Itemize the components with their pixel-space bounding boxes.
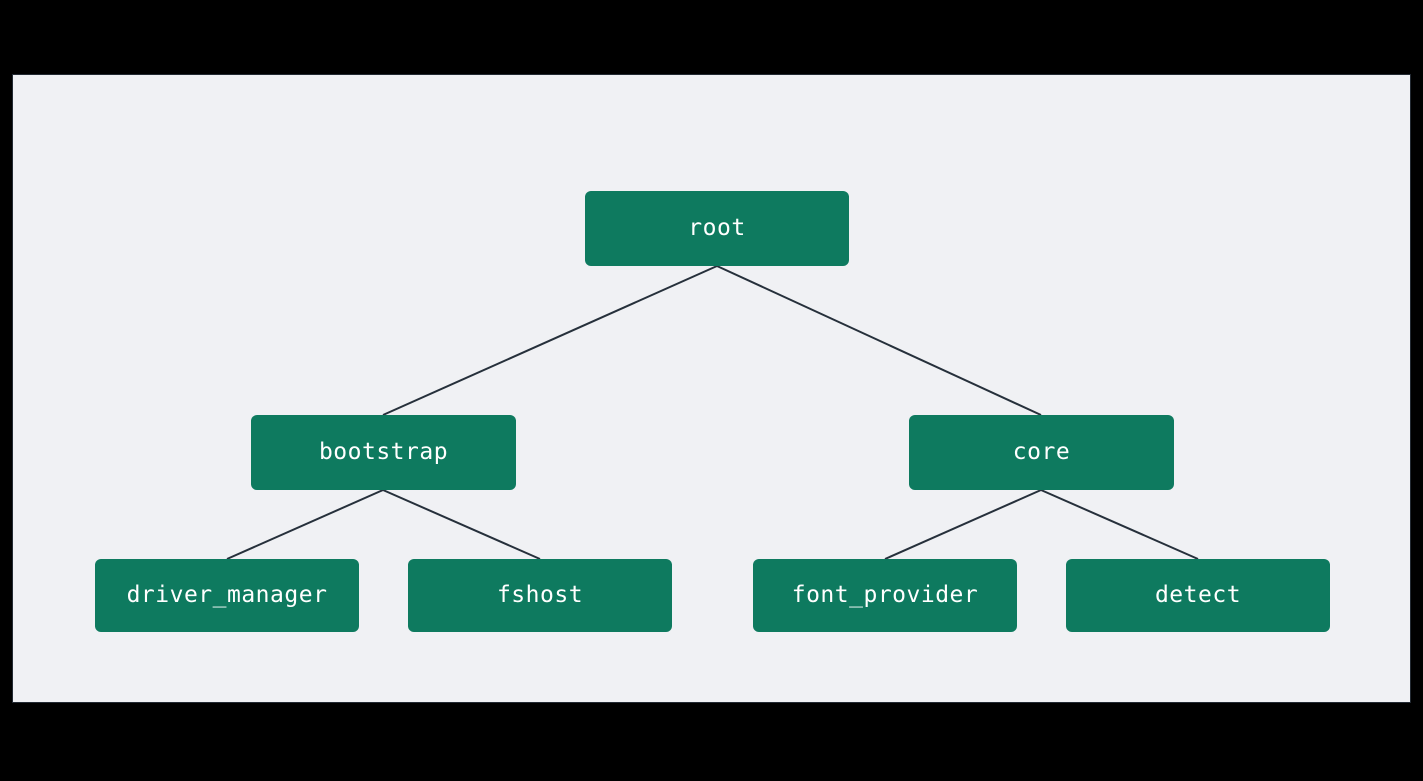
tree-edge-core-to-detect [1040, 489, 1199, 560]
tree-node-font_provider[interactable]: font_provider [753, 559, 1017, 632]
tree-edge-bootstrap-to-fshost [382, 489, 541, 560]
tree-node-core[interactable]: core [909, 415, 1174, 490]
tree-node-label-font_provider: font_provider [791, 582, 979, 608]
tree-node-detect[interactable]: detect [1066, 559, 1330, 632]
tree-node-driver_manager[interactable]: driver_manager [95, 559, 359, 632]
tree-edge-root-to-core [716, 265, 1042, 416]
tree-node-label-root: root [688, 215, 746, 241]
tree-node-label-core: core [1012, 439, 1071, 465]
tree-node-label-driver_manager: driver_manager [126, 582, 328, 608]
tree-node-root[interactable]: root [585, 191, 849, 266]
tree-node-label-bootstrap: bootstrap [318, 439, 449, 465]
tree-node-fshost[interactable]: fshost [408, 559, 672, 632]
tree-node-label-detect: detect [1154, 582, 1242, 608]
tree-node-label-fshost: fshost [496, 582, 584, 608]
diagram-canvas: root bootstrap core driver_manager fshost fon… [12, 74, 1411, 703]
tree-edge-core-to-font_provider [884, 489, 1042, 560]
tree-node-bootstrap[interactable]: bootstrap [251, 415, 516, 490]
tree-edge-root-to-bootstrap [382, 265, 718, 416]
tree-edge-bootstrap-to-driver_manager [226, 489, 384, 560]
